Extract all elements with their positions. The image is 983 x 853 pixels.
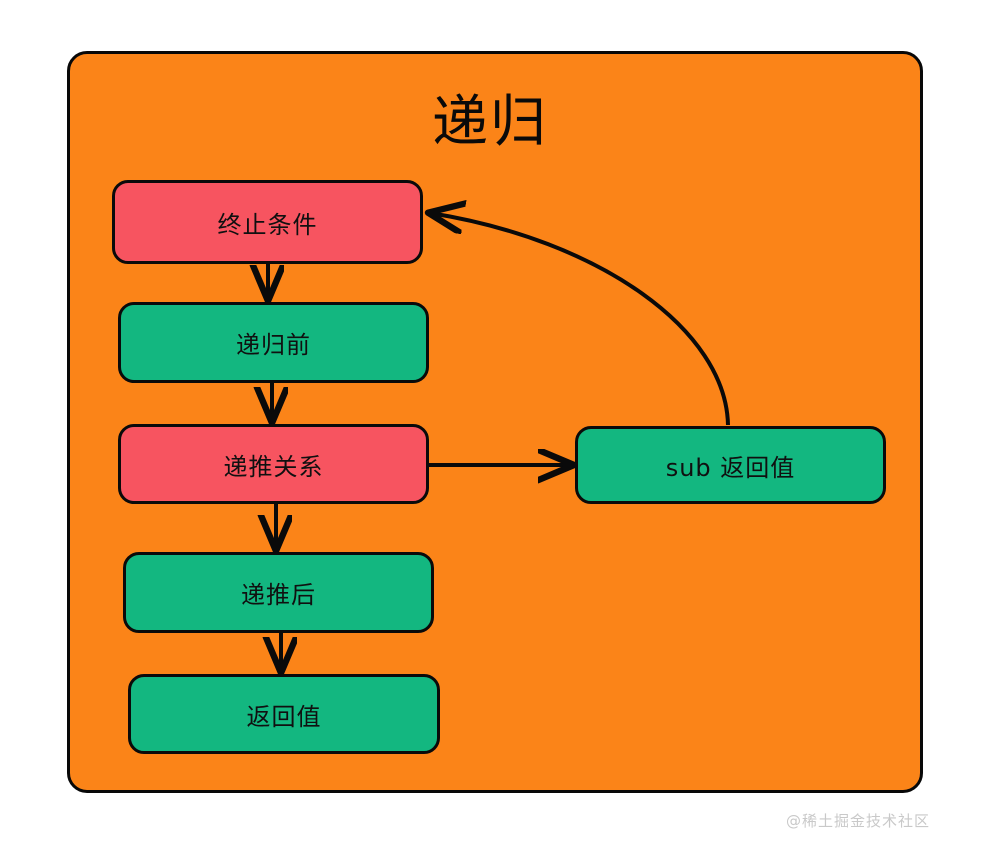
node-sub-return-value[interactable]: sub 返回值 xyxy=(575,426,886,504)
watermark: @稀土掘金技术社区 xyxy=(786,812,931,830)
page-title: 递归 xyxy=(432,90,548,155)
node-return-value[interactable]: 返回值 xyxy=(128,674,440,754)
node-terminate[interactable]: 终止条件 xyxy=(112,180,423,264)
node-pre-recursion[interactable]: 递归前 xyxy=(118,302,429,383)
node-post-recursion[interactable]: 递推后 xyxy=(123,552,434,633)
node-recurrence-relation[interactable]: 递推关系 xyxy=(118,424,429,504)
